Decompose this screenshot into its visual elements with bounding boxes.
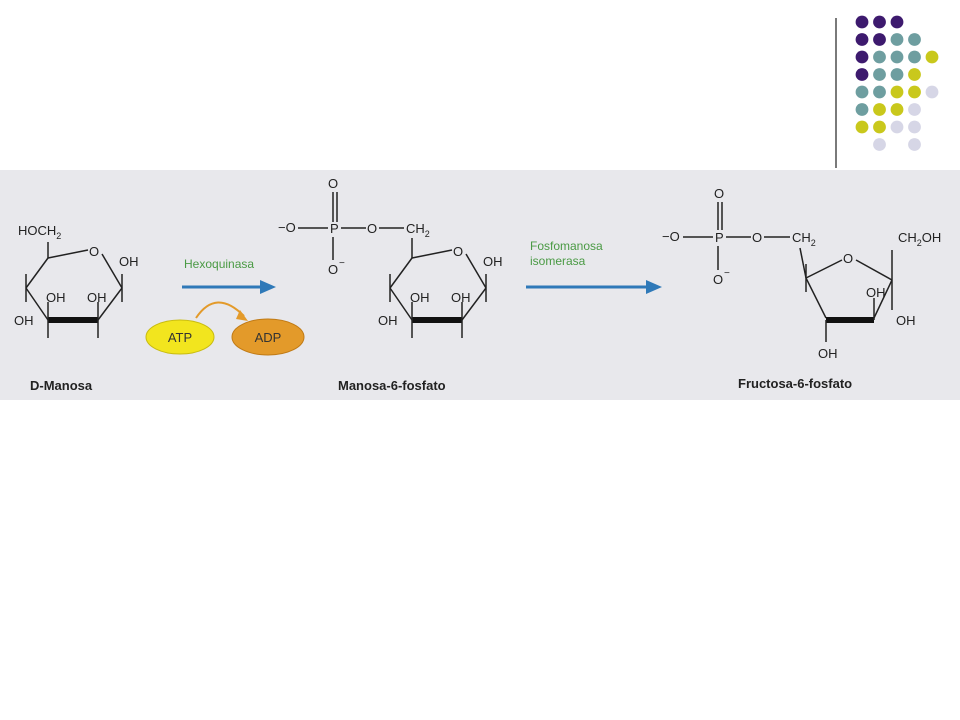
decorative-dot: [908, 33, 921, 46]
decorative-dot: [873, 103, 886, 116]
decorative-dot: [908, 50, 921, 64]
decorative-dot-grid: [835, 15, 939, 168]
f6p-phosphate-o-top: O: [714, 186, 724, 201]
decorative-dot: [908, 85, 921, 99]
m6p-oh-c2: OH: [451, 290, 471, 305]
decorative-dot: [873, 68, 886, 81]
cofactor-curved-arrow: [195, 301, 245, 319]
m6p-bridge-oxygen: O: [367, 221, 377, 236]
decorative-dot: [890, 85, 904, 99]
mannose-name: D-Manosa: [30, 378, 93, 393]
m6p-ch2-label: CH2: [406, 221, 430, 239]
mannose-structure: HOCH2 O OH OH OH OH D-Manosa: [14, 223, 139, 393]
m6p-phosphate-o-bottom: O: [328, 262, 338, 277]
m6p-phosphate-o-minus: −O: [278, 220, 296, 235]
isomerase-label-line2: isomerasa: [530, 254, 586, 268]
hexokinase-label: Hexoquinasa: [184, 257, 254, 271]
m6p-oh-anomeric: OH: [483, 254, 503, 269]
scheme-background: [0, 170, 960, 400]
isomerase-arrow-head: [646, 280, 662, 294]
m6p-oh-c4: OH: [378, 313, 398, 328]
f6p-bridge-oxygen: O: [752, 230, 762, 245]
mannose-c5-o-bond: [47, 249, 89, 259]
mannose-oh-anomeric: OH: [119, 254, 139, 269]
decorative-dot: [855, 103, 869, 116]
decorative-dot: [908, 68, 921, 81]
f6p-o-c2-bond: [855, 259, 893, 281]
m6p-ring-oxygen: O: [453, 244, 463, 259]
f6p-ch2-c5-bond: [799, 247, 807, 279]
decorative-dot: [890, 50, 904, 64]
decorative-dot: [908, 138, 921, 151]
adp-label: ADP: [255, 330, 282, 345]
mannose-hoch2-label: HOCH2: [18, 223, 61, 241]
f6p-c3-c2-bond: [873, 279, 893, 319]
decorative-dot: [873, 138, 886, 151]
f6p-phosphate-minus: −: [724, 268, 730, 279]
f6p-ch2-label: CH2: [792, 230, 816, 248]
f6p-oh-c2: OH: [896, 313, 916, 328]
decorative-dot: [873, 85, 886, 99]
f6p-oh-c4: OH: [818, 346, 838, 361]
decorative-dot: [890, 33, 904, 46]
decorative-dot: [908, 120, 921, 134]
f6p-ring-oxygen: O: [843, 251, 853, 266]
step1-hexokinase: Hexoquinasa ATP ADP: [145, 257, 305, 356]
f6p-phosphate-o-minus: −O: [662, 229, 680, 244]
m6p-c5-o-bond: [411, 249, 453, 259]
decorative-dot: [890, 15, 904, 29]
decorative-dot: [873, 120, 886, 134]
step2-isomerase: Fosfomanosa isomerasa: [526, 239, 662, 294]
mannose-oh-c4: OH: [14, 313, 34, 328]
m6p-c5-c4-bond: [389, 257, 413, 289]
decorative-dot: [925, 50, 939, 64]
decorative-dot: [855, 120, 869, 134]
atp-label: ATP: [168, 330, 192, 345]
f6p-c5-c4-bond: [805, 277, 827, 319]
adp-ellipse: [231, 318, 305, 356]
decorative-dot: [855, 33, 869, 46]
decorative-dot: [890, 103, 904, 116]
f6p-ch2oh-label: CH2OH: [898, 230, 941, 248]
decorative-dot: [855, 85, 869, 99]
m6p-c4-c3-bond: [389, 287, 413, 321]
mannose-ring-oxygen: O: [89, 244, 99, 259]
reaction-scheme: HOCH2 O OH OH OH OH D-Manosa Hexoquinasa…: [0, 170, 960, 400]
m6p-phosphate-o-top: O: [328, 176, 338, 191]
dot-grid-group: [855, 15, 939, 151]
atp-ellipse: [145, 319, 215, 355]
fructose-6-phosphate-structure: O −O P O CH2 O − O CH2OH OH OH OH Fructo…: [662, 186, 941, 391]
decorative-dot: [890, 120, 904, 134]
mannose-6-phosphate-name: Manosa-6-fosfato: [338, 378, 446, 393]
mannose-c2-c1-bond: [97, 287, 123, 321]
mannose-c4-c3-bond: [25, 287, 49, 321]
f6p-phosphate-o-bottom: O: [713, 272, 723, 287]
decorative-dot: [873, 33, 886, 46]
m6p-phosphorus: P: [330, 221, 339, 236]
mannose-oh-c3: OH: [46, 290, 66, 305]
mannose-6-phosphate-structure: O −O P O CH2 O − O OH OH OH OH Manosa-6-…: [278, 176, 503, 393]
m6p-c2-c1-bond: [461, 287, 487, 321]
decorative-dot: [890, 68, 904, 81]
decorative-dot: [908, 103, 921, 116]
f6p-c5-o-bond: [805, 259, 843, 279]
decorative-dot: [855, 68, 869, 81]
fructose-6-phosphate-name: Fructosa-6-fosfato: [738, 376, 852, 391]
decorative-dot: [873, 50, 886, 64]
m6p-phosphate-minus: −: [339, 258, 345, 269]
f6p-phosphorus: P: [715, 230, 724, 245]
m6p-oh-c3: OH: [410, 290, 430, 305]
m6p-o-c1-bond: [465, 253, 487, 289]
cofactor-curved-arrowhead: [236, 310, 248, 321]
decorative-dot: [855, 15, 869, 29]
decorative-dot: [925, 85, 939, 99]
isomerase-label-line1: Fosfomanosa: [530, 239, 603, 253]
mannose-c5-c4-bond: [25, 257, 49, 289]
mannose-o-c1-bond: [101, 253, 123, 289]
mannose-oh-c2: OH: [87, 290, 107, 305]
f6p-oh-c3-upper: OH: [866, 285, 886, 300]
decorative-dot: [855, 50, 869, 64]
decorative-dot: [873, 15, 886, 29]
hexokinase-arrow-head: [260, 280, 276, 294]
